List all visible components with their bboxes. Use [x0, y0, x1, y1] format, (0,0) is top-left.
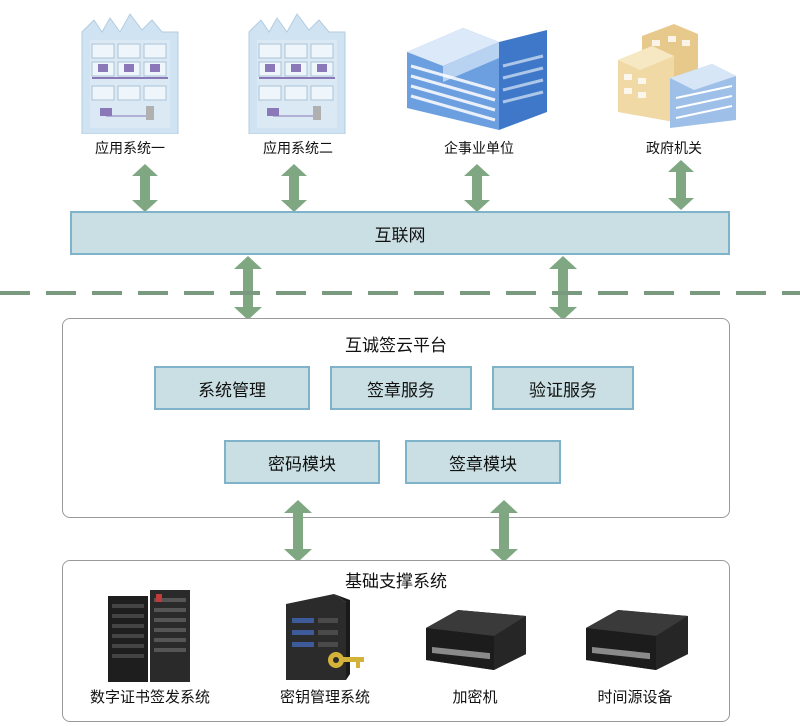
key-management-label: 密钥管理系统	[279, 688, 370, 706]
enterprise-building-icon	[407, 28, 547, 130]
internet-label: 互联网	[374, 225, 426, 246]
encryption-device-icon	[426, 610, 526, 670]
government-label: 政府机关	[646, 141, 702, 157]
server-rack-icon	[108, 590, 190, 682]
internet-bar: 互联网	[70, 211, 730, 255]
cert-issuing-label: 数字证书签发系统	[89, 688, 210, 706]
key-server-icon	[286, 594, 364, 680]
bidirectional-arrow	[284, 500, 312, 562]
app-system-2-label: 应用系统二	[263, 141, 333, 157]
time-source-label: 时间源设备	[597, 688, 673, 706]
bidirectional-arrow	[281, 164, 307, 212]
module-signature-service: 签章服务	[330, 366, 472, 410]
bidirectional-arrow	[490, 500, 518, 562]
module-seal: 签章模块	[405, 440, 561, 484]
bidirectional-arrow	[132, 164, 158, 212]
enterprise-label: 企事业单位	[444, 141, 514, 157]
bidirectional-arrow	[464, 164, 490, 212]
government-building-icon	[618, 24, 736, 128]
encryptor-label: 加密机	[452, 688, 498, 706]
support-title: 基础支撑系统	[345, 572, 447, 592]
module-crypto: 密码模块	[224, 440, 380, 484]
building-office-icon	[248, 13, 346, 134]
bidirectional-arrow	[234, 256, 262, 320]
module-verification-service: 验证服务	[492, 366, 634, 410]
building-office-icon	[81, 13, 179, 134]
time-source-device-icon	[586, 610, 688, 670]
app-system-1-label: 应用系统一	[95, 141, 165, 157]
bidirectional-arrow	[549, 256, 577, 320]
dashed-divider	[0, 291, 800, 295]
platform-title: 互诚签云平台	[345, 336, 447, 356]
bidirectional-arrow	[668, 160, 694, 210]
platform-panel: 互诚签云平台	[62, 318, 730, 518]
module-system-management: 系统管理	[154, 366, 310, 410]
